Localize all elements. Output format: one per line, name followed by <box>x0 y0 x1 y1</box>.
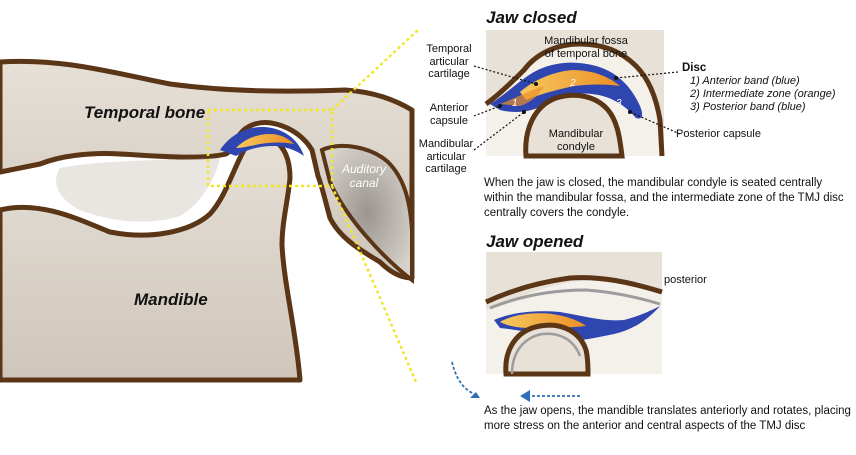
jaw-opened-description: As the jaw opens, the mandible translate… <box>484 404 854 434</box>
band-number-1: 1 <box>512 98 518 109</box>
disc-legend: Disc 1) Anterior band (blue) 2) Intermed… <box>682 62 836 113</box>
condyle-label: Mandibular condyle <box>540 128 612 153</box>
mandibular-cartilage-label: Mandibular articular cartilage <box>414 138 478 176</box>
rotation-arrow <box>452 362 474 394</box>
disc-item-anterior: 1) Anterior band (blue) <box>682 75 836 88</box>
fossa-label: Mandibular fossa of temporal bone <box>530 35 642 60</box>
mandible-label: Mandible <box>134 290 208 310</box>
disc-item-intermediate: 2) Intermediate zone (orange) <box>682 88 836 101</box>
disc-heading: Disc <box>682 62 836 75</box>
posterior-label: posterior <box>664 274 707 287</box>
jaw-closed-title: Jaw closed <box>486 8 577 28</box>
temporal-cartilage-label: Temporal articular cartilage <box>420 43 478 81</box>
posterior-capsule-label: Posterior capsule <box>676 128 761 141</box>
auditory-canal-label: Auditory canal <box>336 163 392 191</box>
band-number-2: 2 <box>569 78 576 89</box>
jaw-opened-illustration <box>452 252 662 402</box>
jaw-closed-description: When the jaw is closed, the mandibular c… <box>484 176 854 221</box>
skull-illustration <box>0 30 418 382</box>
disc-item-posterior: 3) Posterior band (blue) <box>682 101 836 114</box>
band-number-3: 3 <box>616 98 622 109</box>
anterior-capsule-label: Anterior capsule <box>420 102 478 127</box>
jaw-opened-title: Jaw opened <box>486 232 583 252</box>
temporal-bone-label: Temporal bone <box>84 103 205 123</box>
